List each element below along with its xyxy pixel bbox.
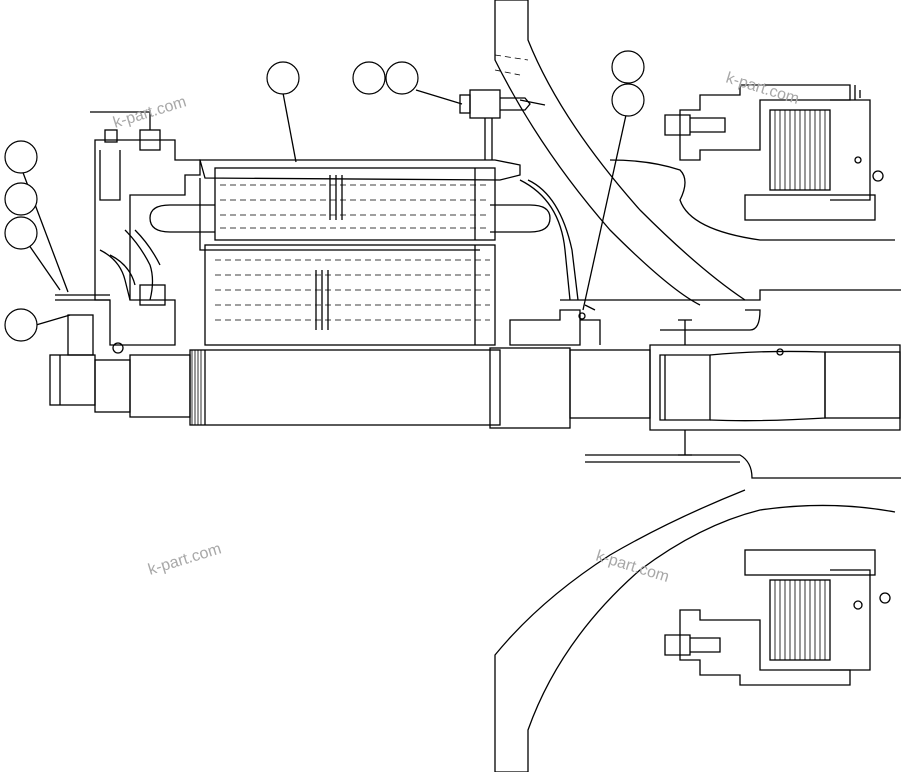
leader-line <box>35 314 71 326</box>
leader-line <box>415 89 463 105</box>
watermark-text: k-part.com <box>724 70 801 108</box>
callout-circle <box>611 83 645 117</box>
output-coupling <box>649 319 901 456</box>
leader-line <box>282 92 297 163</box>
left-end-cover <box>55 110 201 356</box>
callouts <box>4 50 645 342</box>
callout-circle <box>266 61 300 95</box>
callout-circle <box>4 216 38 250</box>
callout-circle <box>4 182 38 216</box>
watermarks: k-part.com k-part.com k-part.com k-part.… <box>111 70 801 586</box>
brake-pack-upper <box>664 84 884 221</box>
brake-pack-lower <box>664 549 891 686</box>
watermark-text: k-part.com <box>146 540 223 578</box>
main-shaft <box>49 347 651 429</box>
seal-bearing-cluster <box>509 179 601 346</box>
motor-housing <box>149 159 551 346</box>
callout-circle <box>611 50 645 84</box>
watermark-text: k-part.com <box>594 548 671 586</box>
top-bolt-assembly <box>459 89 531 160</box>
callout-circle <box>352 61 386 95</box>
callout-circle <box>4 308 38 342</box>
leader-line <box>582 114 627 311</box>
wheel-hub <box>494 0 901 772</box>
callout-circle <box>4 140 38 174</box>
callout-circle <box>385 61 419 95</box>
